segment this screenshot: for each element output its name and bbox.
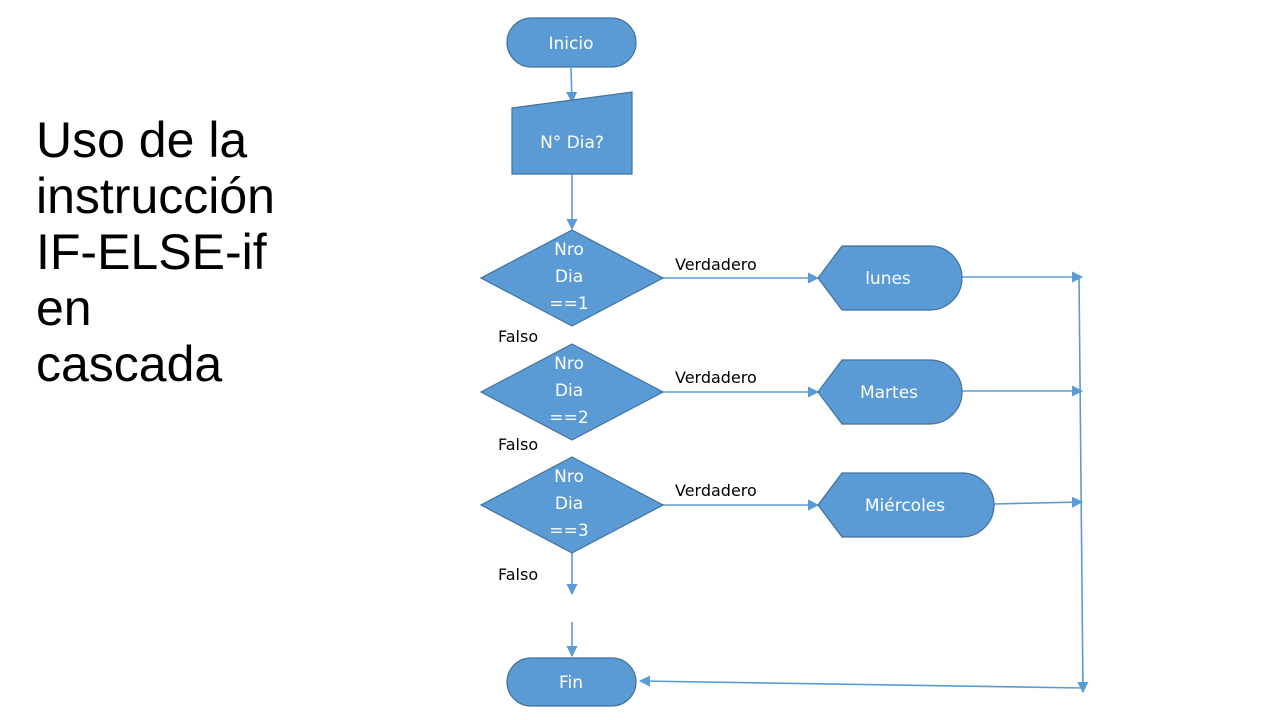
input-node: [511, 91, 633, 175]
decision3-node: [479, 456, 665, 554]
output1-label: lunes: [865, 269, 911, 289]
edge-label-false1: Falso: [498, 327, 538, 346]
slide-title: Uso de la instrucción IF-ELSE-if en casc…: [36, 112, 356, 392]
connector-start-input: [566, 67, 578, 104]
decision2-node: [479, 343, 665, 441]
edge-label-true2: Verdadero: [675, 368, 757, 387]
decision2-line1: Nro: [554, 354, 584, 374]
title-line-1: Uso de la: [36, 112, 248, 168]
output3-node: [817, 472, 995, 538]
decision3-line1: Nro: [554, 467, 584, 487]
edge-label-true1: Verdadero: [675, 255, 757, 274]
title-line-5: cascada: [36, 336, 223, 392]
decision1-line1: Nro: [554, 240, 584, 260]
edge-label-false3: Falso: [498, 565, 538, 584]
connector-merge-to-end: [638, 675, 1084, 689]
decision1-node: [479, 229, 665, 327]
title-line-3: IF-ELSE-if: [36, 224, 267, 280]
output2-label: Martes: [860, 383, 918, 403]
title-line-4: en: [36, 280, 92, 336]
decision3-line2: Dia: [555, 494, 583, 514]
output2-node: [817, 359, 963, 425]
decision3-line3: ==3: [549, 521, 588, 541]
input-label: N° Dia?: [540, 133, 604, 153]
end-label: Fin: [559, 673, 583, 693]
decision2-line3: ==2: [549, 408, 588, 428]
decision1-line3: ==1: [549, 294, 588, 314]
edge-label-false2: Falso: [498, 435, 538, 454]
output1-node: [817, 245, 963, 311]
start-label: Inicio: [549, 34, 594, 54]
connector-output3-right: [992, 496, 1084, 508]
edge-label-true3: Verdadero: [675, 481, 757, 500]
title-line-2: instrucción: [36, 168, 275, 224]
decision1-line2: Dia: [555, 267, 583, 287]
output3-label: Miércoles: [865, 496, 945, 516]
decision2-line2: Dia: [555, 381, 583, 401]
end-node: [506, 657, 637, 707]
connector-merge-vertical: [1077, 274, 1089, 694]
start-node: [506, 17, 637, 68]
